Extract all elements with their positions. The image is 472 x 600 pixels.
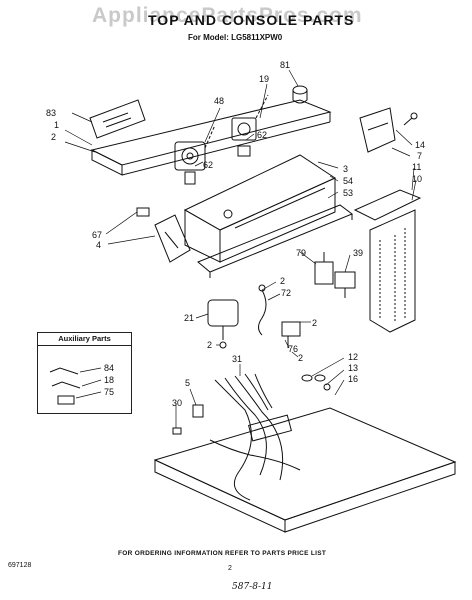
clip xyxy=(136,207,150,217)
page-number: 2 xyxy=(228,565,232,572)
lint-screen xyxy=(353,189,422,333)
callout-2d: 2 xyxy=(312,318,317,328)
handwritten-note: 587-8-11 xyxy=(232,582,273,592)
watermark: AppliancePartsPros.com xyxy=(92,4,363,27)
model-line: For Model: LG5811XPW0 xyxy=(188,33,283,42)
callout-39: 39 xyxy=(353,248,363,258)
terminal-block xyxy=(359,107,418,153)
callout-75: 75 xyxy=(104,387,114,397)
callout-62b: 62 xyxy=(257,130,267,140)
callout-4: 4 xyxy=(96,240,101,250)
callout-53: 53 xyxy=(343,188,353,198)
leader-lines xyxy=(64,69,417,428)
callout-7: 7 xyxy=(417,151,422,161)
callout-3: 3 xyxy=(343,164,348,174)
aux-part-sketches xyxy=(49,367,81,405)
callout-13: 13 xyxy=(348,363,358,373)
callout-21: 21 xyxy=(184,313,194,323)
ordering-note: FOR ORDERING INFORMATION REFER TO PARTS … xyxy=(118,550,327,557)
wire-harness xyxy=(209,373,301,501)
callout-2e: 2 xyxy=(298,353,303,363)
callout-1: 1 xyxy=(54,120,59,130)
end-cap-right-side xyxy=(154,214,191,263)
top-panel xyxy=(153,407,457,533)
callout-2a: 2 xyxy=(51,132,56,142)
callout-16: 16 xyxy=(348,374,358,384)
connectors-right xyxy=(301,374,331,391)
callout-62a: 62 xyxy=(203,160,213,170)
callout-84: 84 xyxy=(104,363,114,373)
end-cap-left xyxy=(89,99,146,139)
callout-83: 83 xyxy=(46,108,56,118)
callout-5: 5 xyxy=(185,378,190,388)
document-number: 697128 xyxy=(8,562,32,569)
callout-54: 54 xyxy=(343,176,353,186)
callout-79: 79 xyxy=(296,248,306,258)
aux-parts-title: Auxiliary Parts xyxy=(38,333,131,346)
callout-81: 81 xyxy=(280,60,290,70)
callout-2b: 2 xyxy=(280,276,285,286)
auxiliary-parts-box: Auxiliary Parts xyxy=(37,332,132,414)
callout-12: 12 xyxy=(348,352,358,362)
callout-2c: 2 xyxy=(207,340,212,350)
timer-assembly xyxy=(174,124,216,185)
callout-14: 14 xyxy=(415,140,425,150)
callout-48: 48 xyxy=(214,96,224,106)
callout-10: 10 xyxy=(412,174,422,184)
console-rear-panel xyxy=(90,99,332,176)
callout-72: 72 xyxy=(281,288,291,298)
wire-72 xyxy=(258,284,267,336)
callout-30: 30 xyxy=(172,398,182,408)
callout-labels: 81 19 48 83 1 2 62 62 3 54 53 14 7 11 10… xyxy=(46,60,425,408)
callout-18: 18 xyxy=(104,375,114,385)
timer-motor xyxy=(207,299,239,349)
top-knob xyxy=(292,85,308,104)
diagram-title: TOP AND CONSOLE PARTS xyxy=(148,12,355,28)
callout-31: 31 xyxy=(232,354,242,364)
callout-67: 67 xyxy=(92,230,102,240)
control-knob xyxy=(231,94,269,157)
callout-76: 76 xyxy=(288,344,298,354)
small-bracket xyxy=(172,404,204,435)
callout-11: 11 xyxy=(412,162,421,172)
callout-19: 19 xyxy=(259,74,269,84)
control-console xyxy=(183,154,337,263)
console-strip xyxy=(197,204,354,278)
